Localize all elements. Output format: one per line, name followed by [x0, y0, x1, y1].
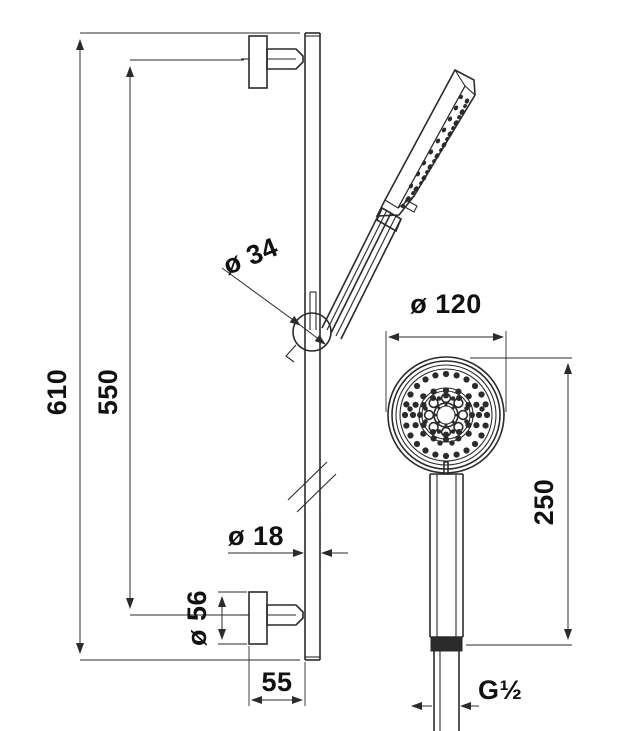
hub-micro-marks	[434, 403, 458, 427]
spray-head-body	[387, 356, 505, 474]
slide-rail-view: 610 550 ø 34 ø 18 ø 56	[42, 32, 476, 706]
hose-connector-band	[430, 637, 463, 652]
center-nozzle-ring	[423, 392, 469, 438]
dimension-55-label: 55	[261, 667, 292, 697]
dimension-d18: ø 18	[228, 510, 348, 565]
dimension-250: 250	[466, 357, 572, 646]
dimension-d18-label: ø 18	[228, 521, 284, 551]
spray-face-texture	[401, 94, 470, 209]
dimension-55: 55	[248, 646, 306, 706]
hand-shower-handle	[429, 461, 464, 731]
spray-nozzle-pattern	[401, 370, 491, 460]
dimension-d56-label: ø 56	[182, 590, 212, 646]
bottom-wall-bracket	[241, 591, 304, 645]
dimension-thread-label: G½	[478, 675, 523, 705]
dimension-610-label: 610	[42, 369, 72, 416]
hand-shower-front-view: ø 120 250 G½	[385, 289, 572, 731]
dimension-610: 610	[42, 32, 300, 661]
dimension-250-label: 250	[529, 479, 559, 526]
rail-break-symbol	[287, 461, 337, 513]
top-wall-bracket	[241, 35, 304, 89]
dimension-d56: ø 56	[182, 590, 247, 646]
dimension-d120-label: ø 120	[410, 289, 482, 319]
dimension-550-label: 550	[93, 369, 123, 416]
dimension-thread: G½	[411, 675, 523, 710]
dimension-550: 550	[93, 59, 244, 616]
dimension-d120: ø 120	[385, 289, 507, 412]
hand-shower-angled	[321, 68, 476, 340]
